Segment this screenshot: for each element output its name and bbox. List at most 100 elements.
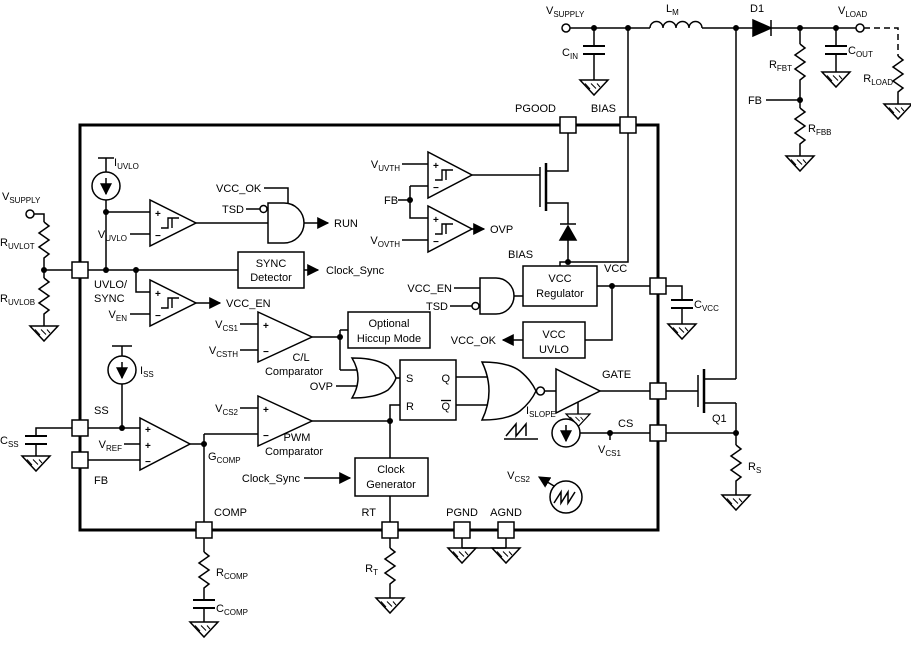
label-i-slope: ISLOPE — [526, 405, 556, 419]
label-i-uvlo: IUVLO — [114, 157, 139, 171]
pin-label-ss: SS — [94, 405, 109, 417]
label-r-s: RS — [748, 461, 761, 475]
plus-mark: + — [263, 405, 269, 416]
and-gate-run — [267, 202, 305, 244]
label-r-fbb: RFBB — [808, 123, 832, 137]
pwm-comparator-label-1: PWM — [284, 432, 311, 444]
cl-comparator-label-2: Comparator — [265, 366, 323, 378]
label-v-csth: VCSTH — [209, 345, 238, 359]
label-v-load: VLOAD — [838, 5, 867, 19]
label-v-uvlo: VUVLO — [98, 229, 127, 243]
pin-fb — [71, 451, 89, 469]
ground-icon — [785, 155, 815, 172]
polarity-marks: + − + − + − + − + − + − + + − — [145, 161, 439, 468]
cl-comparator-label-1: C/L — [292, 352, 309, 364]
resistor-r-s — [730, 444, 742, 486]
capacitor-c-in — [582, 45, 606, 55]
wires-internal — [88, 117, 650, 522]
current-source-i-uvlo — [92, 172, 120, 200]
resistor-r-fbt — [794, 43, 806, 85]
terminal-v-supply-left — [25, 209, 35, 219]
gate-driver — [555, 367, 602, 415]
minus-mark: − — [155, 231, 161, 242]
label-ovp-or-input: OVP — [310, 381, 333, 393]
pin-label-rt: RT — [362, 507, 377, 519]
label-vcc-en-out: VCC_EN — [226, 298, 271, 310]
pin-label-vcc: VCC — [604, 263, 627, 275]
diode-d1 — [752, 18, 773, 38]
resistor-r-load — [892, 55, 904, 97]
label-r-fbt: RFBT — [769, 59, 792, 73]
resistor-r-uvlot — [38, 221, 50, 263]
minus-mark: − — [433, 183, 439, 194]
vcc-uvlo-label-1: VCC — [542, 329, 565, 341]
pwm-comparator-label-2: Comparator — [265, 446, 323, 458]
tsd-invert-bubble — [259, 204, 268, 214]
label-ovp-out: OVP — [490, 224, 513, 236]
capacitors — [24, 45, 848, 609]
hiccup-label-2: Hiccup Mode — [357, 333, 421, 345]
nor-bubble — [535, 386, 546, 396]
label-fb-net: FB — [384, 195, 398, 207]
latch-s-label: S — [406, 373, 413, 385]
minus-mark: − — [433, 237, 439, 248]
pin-ss — [71, 419, 89, 437]
current-source-i-ss — [108, 356, 136, 384]
pin-label-fb: FB — [94, 475, 108, 487]
latch-q-label: Q — [441, 373, 450, 385]
label-r-uvlot: RUVLOT — [0, 237, 35, 251]
pin-pgnd — [453, 521, 471, 539]
hiccup-mode-box — [347, 311, 431, 349]
label-vcc-en-in: VCC_EN — [407, 283, 452, 295]
vcc-uvlo-box — [522, 321, 586, 359]
label-c-comp: CCOMP — [216, 603, 248, 617]
pin-bias — [619, 116, 637, 134]
sync-detector-label-1: SYNC — [256, 258, 287, 270]
ground-icon — [883, 103, 911, 120]
label-v-cs1-net: VCS1 — [598, 444, 621, 458]
minus-mark: − — [263, 347, 269, 358]
label-bias-net: BIAS — [508, 249, 533, 261]
minus-mark: − — [145, 457, 151, 468]
ground-icon — [29, 325, 59, 342]
comparator-v-en — [149, 278, 198, 328]
vcc-regulator-label-1: VCC — [548, 273, 571, 285]
label-r-load: RLOAD — [863, 73, 893, 87]
clock-generator-label-2: Generator — [366, 479, 416, 491]
pin-comp — [195, 521, 213, 539]
current-source-i-slope — [552, 419, 580, 447]
label-g-comp: GCOMP — [208, 451, 241, 465]
error-amplifier — [139, 416, 192, 472]
vcs2-net-arrow — [537, 476, 555, 488]
slope-ramp-icon — [504, 421, 538, 440]
comparator-v-uvlo — [149, 198, 198, 248]
label-v-cs1: VCS1 — [215, 319, 238, 333]
latch-qbar-label: Q — [441, 401, 450, 413]
comparator-v-uvth — [427, 150, 474, 200]
minus-mark: − — [155, 311, 161, 322]
pin-gate — [649, 382, 667, 400]
plus-mark: + — [145, 441, 151, 452]
junction-dots — [41, 25, 839, 447]
wire-dashed-load — [864, 27, 899, 56]
label-c-ss: CSS — [0, 435, 19, 449]
clock-generator-label-1: Clock — [377, 464, 405, 476]
vcc-regulator-label-2: Regulator — [536, 288, 584, 300]
label-v-uvth: VUVTH — [371, 159, 400, 173]
pin-pgood — [559, 116, 577, 134]
label-fb-divider: FB — [748, 95, 762, 107]
pin-agnd — [497, 521, 515, 539]
q1-mosfet — [697, 369, 706, 413]
label-d1: D1 — [750, 3, 764, 15]
ground-icon — [579, 79, 609, 96]
capacitor-c-out — [824, 45, 848, 55]
pin-label-pgood: PGOOD — [515, 103, 556, 115]
vcc-regulator-box — [522, 265, 598, 307]
diode-pgood — [558, 223, 578, 241]
capacitor-c-comp — [192, 599, 216, 609]
grounds — [21, 71, 911, 638]
terminal-v-load — [855, 23, 865, 33]
pin-cs — [649, 424, 667, 442]
